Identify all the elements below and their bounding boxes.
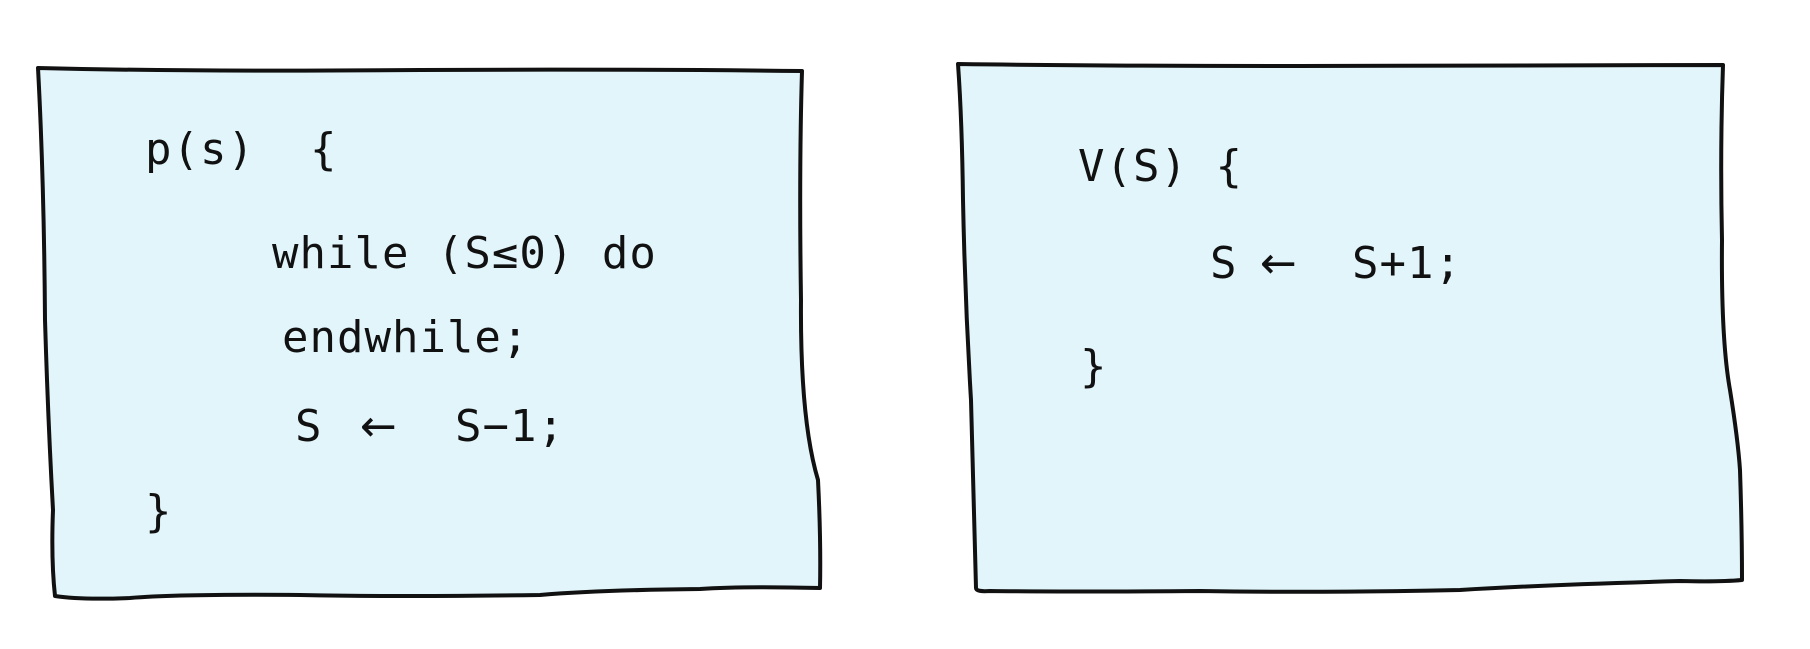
p-while-line: while (S≤0) do: [272, 228, 657, 279]
p-decrement-lhs: S: [295, 401, 323, 452]
p-endwhile-line: endwhile;: [282, 312, 530, 363]
v-increment-lhs: S: [1210, 238, 1238, 289]
p-header-line: p(s) {: [145, 124, 338, 175]
p-procedure-box: [36, 66, 823, 601]
p-decrement-rhs: S−1;: [455, 401, 565, 452]
v-increment-rhs: S+1;: [1352, 238, 1462, 289]
v-assign-arrow: ←: [1260, 238, 1298, 289]
p-assign-arrow: ←: [360, 401, 398, 452]
p-close-brace: }: [145, 486, 173, 537]
v-header-line: V(S) {: [1078, 141, 1243, 192]
v-close-brace: }: [1080, 341, 1108, 392]
v-procedure-box: [956, 62, 1744, 594]
